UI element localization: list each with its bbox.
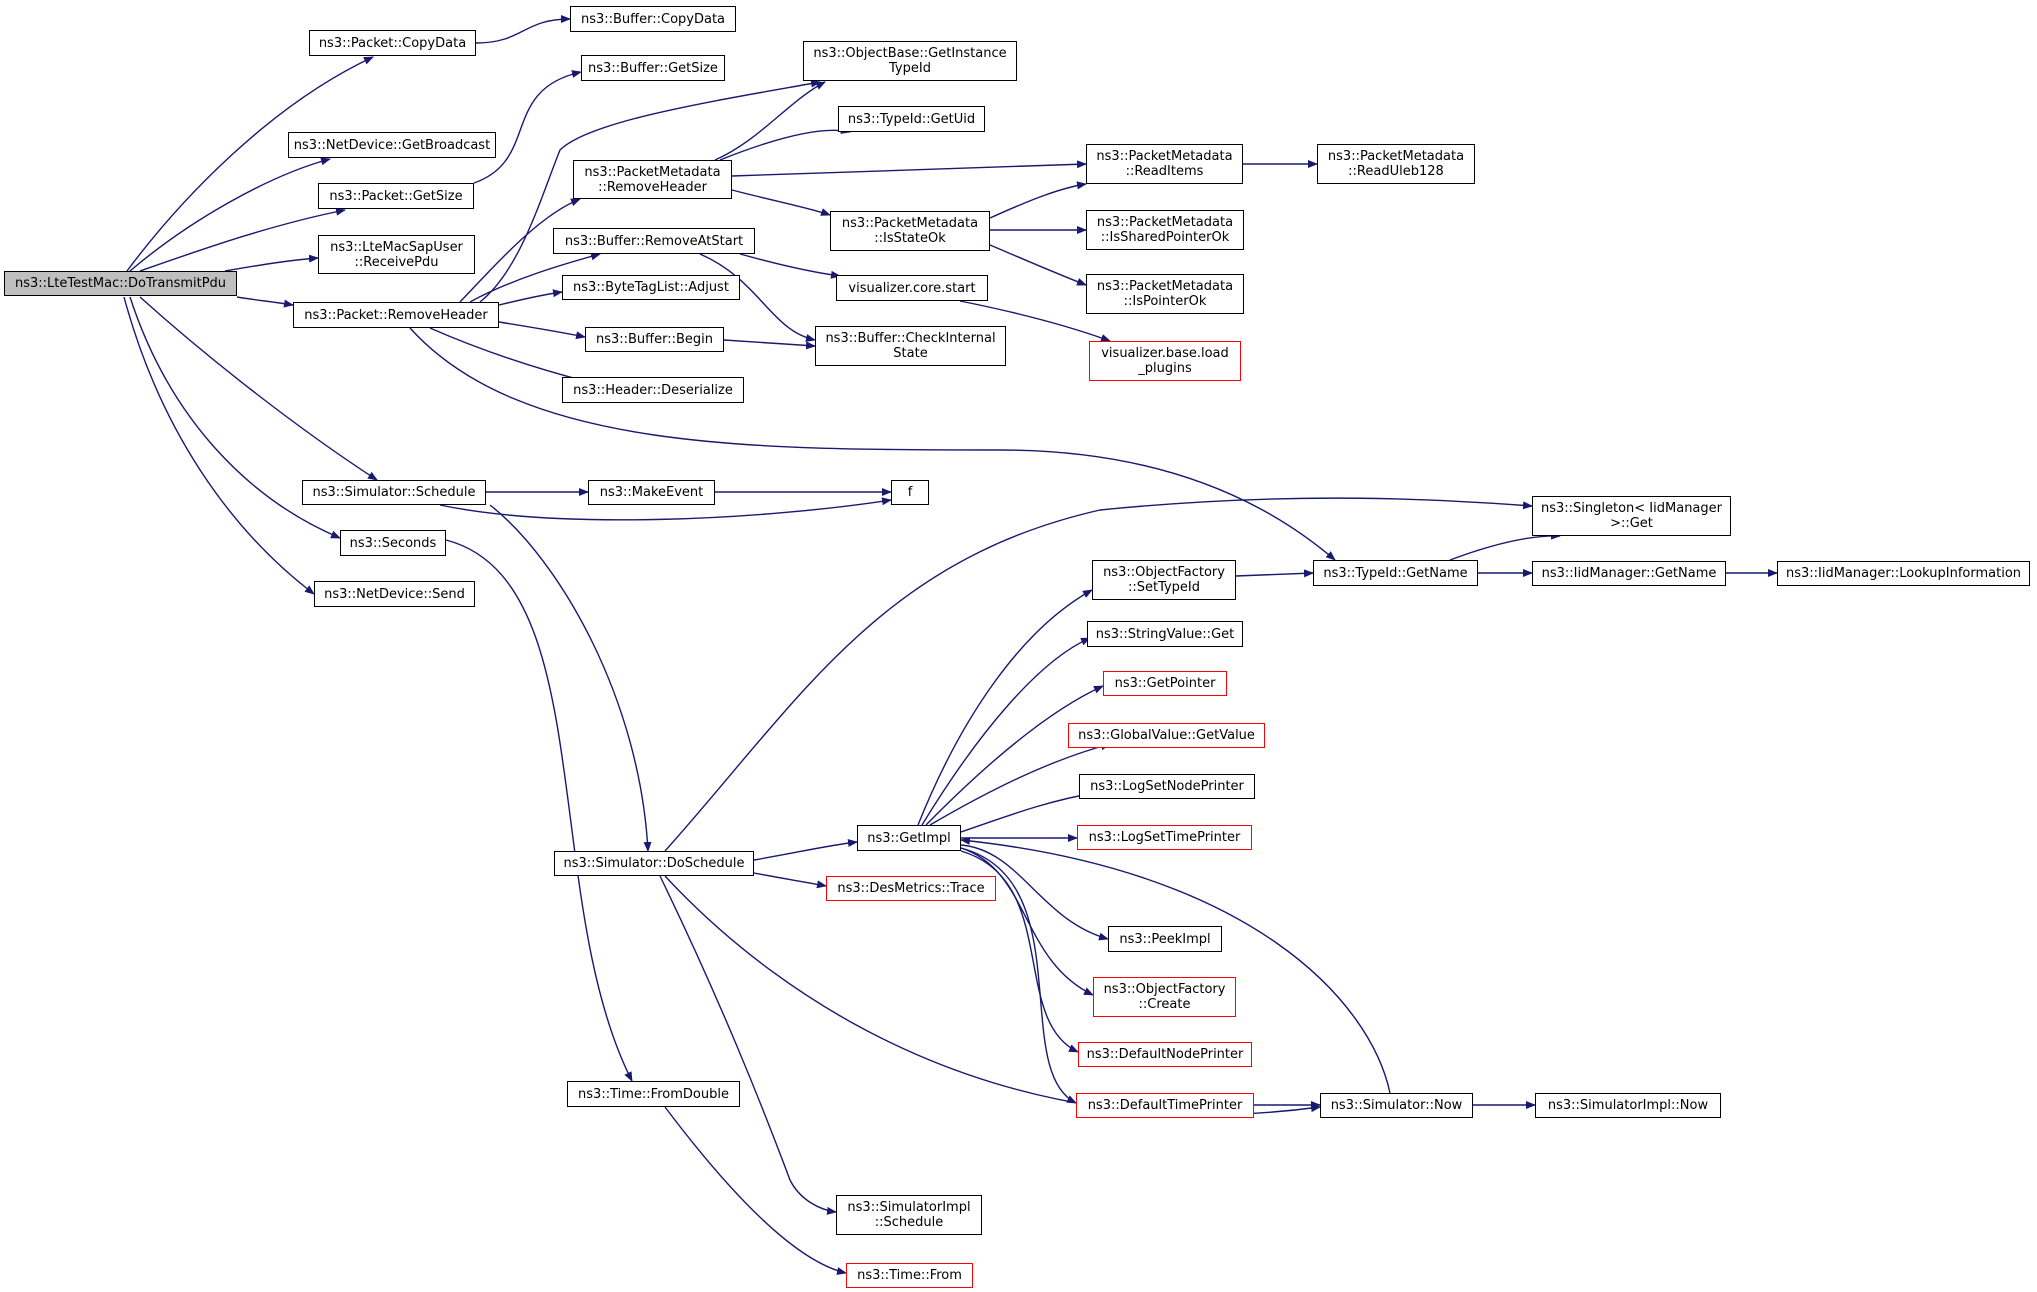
edge-pm-removeheader-to-pm-isstateok xyxy=(731,189,831,216)
edge-seconds-to-time-fromdouble xyxy=(445,539,633,1082)
edge-getimpl-to-peekimpl xyxy=(960,844,1109,941)
node-pkt-removeheader[interactable]: ns3::Packet::RemoveHeader xyxy=(293,302,499,328)
edge-getimpl-to-objfactory-create xyxy=(960,847,1094,996)
edge-sim-doschedule-to-getimpl xyxy=(753,839,858,861)
edge-pm-removeheader-to-objbase-gettypeid xyxy=(714,81,826,161)
node-sim-schedule[interactable]: ns3::Simulator::Schedule xyxy=(302,480,486,505)
node-netdev-send[interactable]: ns3::NetDevice::Send xyxy=(314,581,475,607)
node-singleton-get[interactable]: ns3::Singleton< IidManager >::Get xyxy=(1532,496,1731,536)
edge-root-to-ltemacsapuser xyxy=(224,254,319,272)
edge-getimpl-to-globalvalue-get xyxy=(929,742,1111,826)
node-seconds[interactable]: ns3::Seconds xyxy=(340,530,446,556)
node-makeevent[interactable]: ns3::MakeEvent xyxy=(588,480,715,505)
node-objbase-gettypeid[interactable]: ns3::ObjectBase::GetInstance TypeId xyxy=(803,41,1017,81)
edge-time-fromdouble-to-time-from xyxy=(664,1106,847,1275)
node-desmetrics-trace[interactable]: ns3::DesMetrics::Trace xyxy=(826,876,996,901)
edge-sim-doschedule-to-simimpl-schedule xyxy=(659,875,837,1215)
node-pm-readuleb[interactable]: ns3::PacketMetadata ::ReadUleb128 xyxy=(1317,144,1475,184)
node-buf-checkinternal[interactable]: ns3::Buffer::CheckInternal State xyxy=(815,326,1006,366)
node-pm-removeheader[interactable]: ns3::PacketMetadata ::RemoveHeader xyxy=(573,160,732,199)
edge-sim-doschedule-to-singleton-get xyxy=(664,497,1533,852)
edge-pkt-removeheader-to-objbase-gettypeid xyxy=(479,79,821,303)
node-objfactory-settypeid[interactable]: ns3::ObjectFactory ::SetTypeId xyxy=(1092,560,1236,600)
edge-root-to-netdev-getbroadcast xyxy=(129,157,331,272)
node-objfactory-create[interactable]: ns3::ObjectFactory ::Create xyxy=(1093,977,1236,1017)
edge-root-to-pkt-getsize xyxy=(139,207,346,272)
node-f[interactable]: f xyxy=(891,480,929,505)
node-netdev-getbroadcast[interactable]: ns3::NetDevice::GetBroadcast xyxy=(288,132,496,158)
node-sim-doschedule[interactable]: ns3::Simulator::DoSchedule xyxy=(554,851,754,876)
node-pm-issharedptr[interactable]: ns3::PacketMetadata ::IsSharedPointerOk xyxy=(1086,210,1244,250)
node-buf-removeatstart[interactable]: ns3::Buffer::RemoveAtStart xyxy=(553,228,755,254)
edge-getimpl-to-getpointer xyxy=(925,685,1104,826)
node-buf-begin[interactable]: ns3::Buffer::Begin xyxy=(585,327,724,352)
edge-pkt-removeheader-to-typeid-getname xyxy=(409,327,1336,561)
edge-buf-removeatstart-to-vis-core-start xyxy=(739,253,841,279)
edge-root-to-seconds xyxy=(129,296,341,539)
node-simimpl-now[interactable]: ns3::SimulatorImpl::Now xyxy=(1535,1093,1721,1118)
node-ltemacsapuser[interactable]: ns3::LteMacSapUser ::ReceivePdu xyxy=(318,235,475,274)
edge-pm-isstateok-to-pm-readitems xyxy=(989,181,1087,219)
node-root[interactable]: ns3::LteTestMac::DoTransmitPdu xyxy=(4,271,237,296)
node-sim-now[interactable]: ns3::Simulator::Now xyxy=(1320,1093,1473,1118)
edge-buf-removeatstart-to-buf-checkinternal xyxy=(699,253,816,342)
edge-sim-doschedule-to-desmetrics-trace xyxy=(753,872,827,889)
edge-pm-isstateok-to-pm-isptr xyxy=(989,244,1087,286)
node-typeid-getuid[interactable]: ns3::TypeId::GetUid xyxy=(838,106,985,132)
node-pm-readitems[interactable]: ns3::PacketMetadata ::ReadItems xyxy=(1086,144,1243,184)
edge-pm-removeheader-to-typeid-getuid xyxy=(719,126,851,161)
node-stringvalue-get[interactable]: ns3::StringValue::Get xyxy=(1087,621,1243,647)
node-pkt-getsize[interactable]: ns3::Packet::GetSize xyxy=(318,183,474,209)
node-getpointer[interactable]: ns3::GetPointer xyxy=(1103,671,1227,696)
edge-getimpl-to-objfactory-settypeid xyxy=(917,589,1093,826)
edge-sim-schedule-to-sim-doschedule xyxy=(489,504,652,852)
node-iid-getname[interactable]: ns3::IidManager::GetName xyxy=(1532,561,1726,586)
node-iid-lookup[interactable]: ns3::IidManager::LookupInformation xyxy=(1777,561,2030,586)
node-peekimpl[interactable]: ns3::PeekImpl xyxy=(1108,926,1222,952)
node-simimpl-schedule[interactable]: ns3::SimulatorImpl ::Schedule xyxy=(836,1195,982,1235)
edge-pkt-removeheader-to-pm-removeheader xyxy=(459,198,581,303)
edge-getimpl-to-stringvalue-get xyxy=(921,637,1091,826)
edge-vis-core-start-to-vis-base-load xyxy=(959,300,1111,342)
node-logsetnodeprinter[interactable]: ns3::LogSetNodePrinter xyxy=(1079,774,1255,799)
edge-root-to-pkt-removeheader xyxy=(236,296,294,308)
edge-pkt-removeheader-to-buf-removeatstart xyxy=(469,252,601,303)
edge-root-to-netdev-send xyxy=(123,296,315,595)
edge-buf-begin-to-buf-checkinternal xyxy=(723,339,816,350)
edge-sim-schedule-to-f xyxy=(439,497,892,521)
node-pm-isstateok[interactable]: ns3::PacketMetadata ::IsStateOk xyxy=(830,211,990,251)
edge-objfactory-settypeid-to-typeid-getname xyxy=(1235,569,1314,578)
edge-root-to-pkt-copydata xyxy=(126,56,374,272)
node-vis-core-start[interactable]: visualizer.core.start xyxy=(836,275,988,301)
node-vis-base-load[interactable]: visualizer.base.load _plugins xyxy=(1089,341,1241,381)
edge-sim-now-to-getimpl xyxy=(960,836,1391,1094)
edge-root-to-sim-schedule xyxy=(139,296,378,481)
node-defaultnodeprinter[interactable]: ns3::DefaultNodePrinter xyxy=(1078,1042,1252,1067)
edge-pkt-removeheader-to-bytetag-adjust xyxy=(498,289,563,306)
node-defaulttimeprinter[interactable]: ns3::DefaultTimePrinter xyxy=(1076,1093,1254,1118)
edge-getimpl-to-defaultnodeprinter xyxy=(960,850,1079,1053)
node-pm-isptr[interactable]: ns3::PacketMetadata ::IsPointerOk xyxy=(1086,274,1244,314)
node-buf-copydata[interactable]: ns3::Buffer::CopyData xyxy=(570,6,736,32)
node-logsettimeprinter[interactable]: ns3::LogSetTimePrinter xyxy=(1077,825,1252,850)
edge-pkt-copydata-to-buf-copydata xyxy=(475,15,571,44)
node-buf-getsize[interactable]: ns3::Buffer::GetSize xyxy=(581,55,725,81)
node-time-from[interactable]: ns3::Time::From xyxy=(846,1263,973,1288)
node-typeid-getname[interactable]: ns3::TypeId::GetName xyxy=(1313,560,1478,586)
node-time-fromdouble[interactable]: ns3::Time::FromDouble xyxy=(567,1081,740,1107)
edge-getimpl-to-defaulttimeprinter xyxy=(960,847,1077,1104)
edge-pkt-removeheader-to-buf-begin xyxy=(498,321,586,340)
node-bytetag-adjust[interactable]: ns3::ByteTagList::Adjust xyxy=(562,275,740,300)
node-header-deserialize[interactable]: ns3::Header::Deserialize xyxy=(562,377,744,403)
edge-pkt-getsize-to-buf-getsize xyxy=(473,70,582,184)
edge-pm-removeheader-to-pm-readitems xyxy=(731,160,1087,177)
node-globalvalue-get[interactable]: ns3::GlobalValue::GetValue xyxy=(1068,723,1265,748)
node-getimpl[interactable]: ns3::GetImpl xyxy=(857,825,961,851)
edge-typeid-getname-to-singleton-get xyxy=(1449,531,1561,561)
node-pkt-copydata[interactable]: ns3::Packet::CopyData xyxy=(309,30,476,56)
